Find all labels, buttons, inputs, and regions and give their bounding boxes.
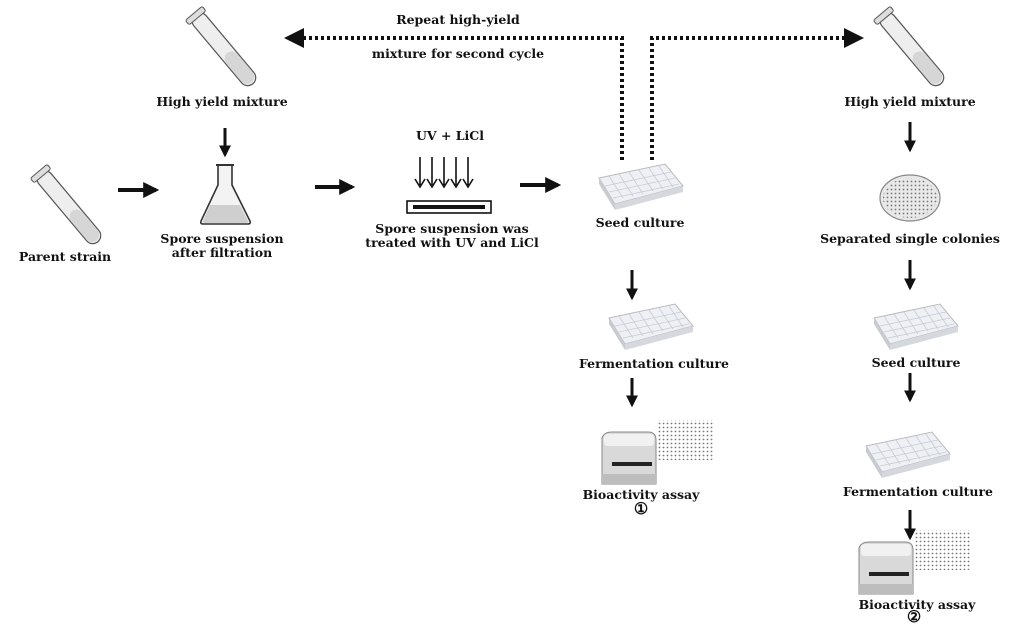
erlenmeyer-flask-icon bbox=[199, 164, 252, 225]
bioassay-label-right: Bioactivity assay bbox=[858, 597, 976, 612]
repeat-label-line2: mixture for second cycle bbox=[371, 46, 545, 61]
high-yield-tube-left-icon bbox=[185, 6, 257, 87]
uv-licl-label: UV + LiCl bbox=[415, 128, 485, 143]
repeat-label-line1: Repeat high-yield bbox=[396, 12, 520, 27]
step-marker-1: ① bbox=[633, 499, 649, 518]
plate-reader-right-icon bbox=[858, 530, 971, 595]
well-plate-fermentation-right-icon bbox=[865, 431, 951, 478]
parent-strain-label: Parent strain bbox=[18, 249, 112, 264]
high-yield-label-right: High yield mixture bbox=[844, 94, 976, 109]
seed-culture-label-right: Seed culture bbox=[871, 355, 961, 370]
plate-reader-mid-icon bbox=[601, 420, 714, 485]
repeat-loop-arrow-left bbox=[284, 28, 624, 160]
step-marker-2: ② bbox=[906, 607, 922, 626]
high-yield-label-left: High yield mixture bbox=[156, 94, 288, 109]
parent-strain-tube-icon bbox=[30, 164, 102, 245]
fermentation-label-right: Fermentation culture bbox=[842, 484, 994, 499]
spore-suspension-label-line2: after filtration bbox=[171, 245, 273, 260]
separated-colonies-label: Separated single colonies bbox=[820, 231, 1000, 246]
repeat-loop-arrow-right bbox=[650, 28, 864, 160]
petri-dish-icon bbox=[879, 174, 941, 222]
treated-label-line2: treated with UV and LiCl bbox=[365, 235, 539, 250]
fermentation-label-mid: Fermentation culture bbox=[578, 356, 730, 371]
well-plate-fermentation-mid-icon bbox=[608, 303, 694, 350]
treated-label-line1: Spore suspension was bbox=[375, 221, 529, 236]
high-yield-tube-right-icon bbox=[873, 6, 945, 87]
well-plate-seed-mid-icon bbox=[598, 163, 684, 210]
seed-culture-label-mid: Seed culture bbox=[595, 215, 685, 230]
bioassay-label-mid: Bioactivity assay bbox=[582, 487, 700, 502]
spore-suspension-label-line1: Spore suspension bbox=[160, 231, 284, 246]
well-plate-seed-right-icon bbox=[873, 303, 959, 350]
uv-irradiation-icon bbox=[406, 157, 492, 214]
